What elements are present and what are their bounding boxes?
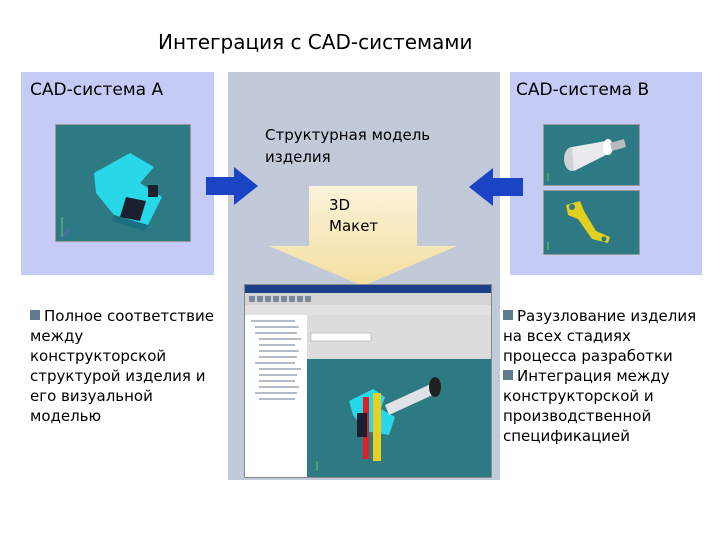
arrow-right-icon — [206, 167, 258, 205]
cad-a-model-view — [55, 124, 191, 242]
cad-b-bracket-icon — [547, 201, 610, 250]
arrow-left-icon — [469, 168, 523, 206]
cad-system-a-label: CAD-система А — [30, 80, 164, 100]
right-bullet-list: Разузлование изделия на всех стадиях про… — [503, 306, 708, 446]
slide-title: Интеграция с CAD-системами — [158, 30, 473, 54]
app-screenshot — [244, 284, 492, 478]
maket-label: 3D Макет — [329, 195, 378, 237]
left-bullet-text: Полное соответствие между конструкторско… — [30, 307, 214, 425]
bullet-square-icon — [503, 310, 513, 320]
cad-b-bracket-view — [543, 190, 640, 255]
right-bullet-item: Интеграция между конструкторской и произ… — [503, 366, 708, 446]
cad-b-shaft-icon — [547, 139, 626, 181]
cad-a-part-icon — [61, 153, 162, 238]
left-bullet-list: Полное соответствие между конструкторско… — [30, 306, 220, 426]
bullet-square-icon — [30, 310, 40, 320]
maket-label-line-2: Макет — [329, 217, 379, 235]
structural-model-text: Структурная модель изделия — [265, 126, 431, 166]
right-bullet-text: Интеграция между конструкторской и произ… — [503, 367, 670, 445]
right-bullet-text: Разузлование изделия на всех стадиях про… — [503, 307, 697, 365]
cad-b-shaft-view — [543, 124, 640, 186]
maket-label-line-1: 3D — [329, 196, 351, 214]
bullet-square-icon — [503, 370, 513, 380]
right-bullet-item: Разузлование изделия на всех стадиях про… — [503, 306, 708, 366]
structural-model-label: Структурная модель изделия — [265, 124, 455, 168]
left-bullet-item: Полное соответствие между конструкторско… — [30, 306, 220, 426]
maket-down-arrow-icon — [269, 186, 457, 286]
cad-system-b-label: CAD-система В — [516, 80, 650, 100]
app-screenshot-image — [245, 285, 491, 477]
